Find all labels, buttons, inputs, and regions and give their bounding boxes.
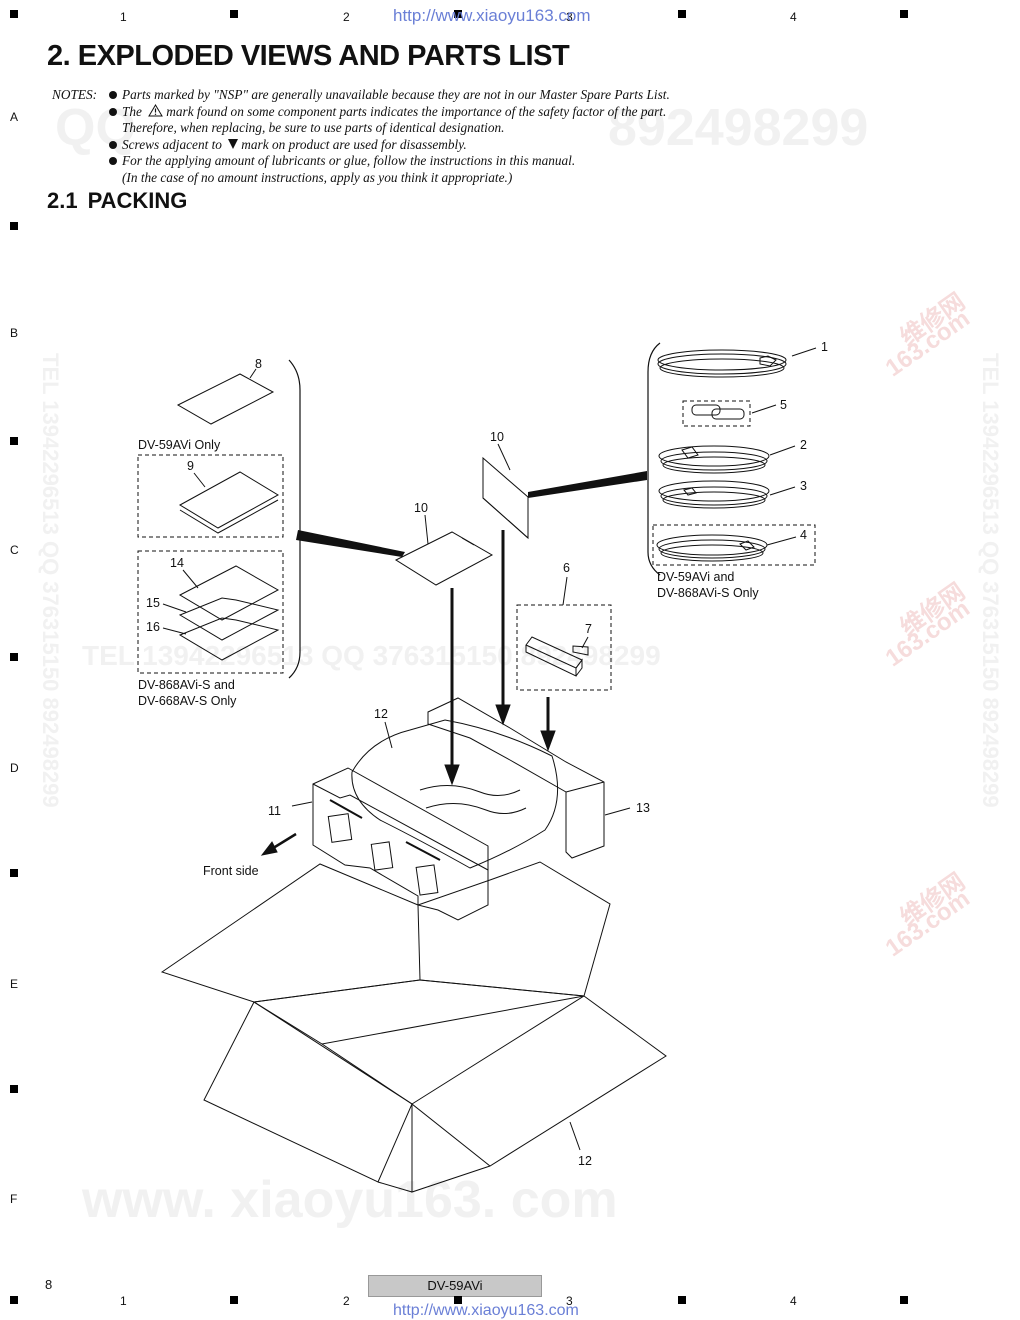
part-1-cable — [657, 347, 817, 378]
ruler-mark — [900, 10, 908, 18]
variant-label-dv59: DV-59AVi Only — [138, 438, 221, 452]
column-number: 2 — [343, 1294, 350, 1308]
bullet-icon — [109, 140, 117, 149]
header-url[interactable]: http://www.xiaoyu163.com — [393, 6, 591, 25]
ruler-mark — [230, 10, 238, 18]
part-number-8: 8 — [255, 357, 262, 371]
part-number-9: 9 — [187, 459, 194, 473]
section-title: PACKING — [87, 188, 188, 213]
note-line: Parts marked by "NSP" are generally unav… — [109, 87, 670, 104]
watermark-url: www. xiaoyu163. com — [82, 1171, 618, 1229]
notes-block: NOTES: Parts marked by "NSP" are general… — [52, 87, 772, 187]
part-number-5: 5 — [780, 398, 787, 412]
page-number: 8 — [45, 1277, 53, 1292]
ruler-mark — [454, 10, 462, 18]
part-10-bag-left — [394, 531, 494, 586]
section-heading: 2.1 PACKING — [47, 188, 197, 214]
part-number-3: 3 — [800, 479, 807, 493]
ruler-mark — [454, 1296, 462, 1304]
ruler-mark — [10, 437, 18, 445]
part-10-bag-right — [482, 456, 529, 540]
row-letter: C — [10, 543, 19, 557]
row-letter: A — [10, 110, 19, 124]
watermark-qq: QQ — [55, 99, 136, 157]
note-line: For the applying amount of lubricants or… — [109, 153, 575, 170]
part-11-pad-left — [291, 767, 489, 921]
part-number-1: 1 — [821, 340, 828, 354]
bullet-icon — [109, 157, 117, 165]
footer-url[interactable]: http://www.xiaoyu163.com — [393, 1302, 579, 1319]
part-3-cable — [658, 480, 796, 509]
part-5-battery — [682, 400, 777, 427]
ruler-mark — [10, 222, 18, 230]
bullet-icon — [109, 107, 117, 116]
row-letter: D — [10, 761, 19, 775]
part-number-10: 10 — [414, 501, 428, 515]
ruler-mark — [10, 869, 18, 877]
part-number-16: 15 — [146, 596, 160, 610]
column-number: 3 — [566, 1294, 573, 1308]
front-side-label: Front side — [203, 864, 259, 878]
corner-mark — [10, 1296, 18, 1304]
part-13-carton — [160, 861, 667, 1193]
section-number: 2.1 — [47, 188, 78, 213]
part-number-11: 11 — [268, 804, 281, 818]
part-number-14: 12 — [374, 707, 388, 721]
part-number-10: 10 — [490, 430, 504, 444]
note-line: Therefore, when replacing, be sure to us… — [122, 120, 505, 135]
variant-label-dv668: DV-668AV-S Only — [138, 694, 237, 708]
part-number-17: 16 — [146, 620, 160, 634]
column-number: 1 — [120, 1294, 127, 1308]
variant-label-dv868-only: DV-868AVi-S Only — [657, 586, 759, 600]
watermark-number: 892498299 — [608, 99, 869, 157]
row-letter: E — [10, 977, 19, 991]
column-number: 2 — [343, 10, 350, 24]
watermark-tel: TEL 13942296513 QQ 376315150 892498299 — [82, 640, 661, 671]
part-15-doc — [178, 565, 280, 621]
note-line: The mark found on some component parts i… — [109, 104, 666, 121]
part-9-doc — [179, 471, 279, 529]
ruler-mark — [678, 10, 686, 18]
part-8-manual — [176, 373, 275, 425]
column-number: 4 — [790, 10, 797, 24]
part-number-2: 2 — [800, 438, 807, 452]
pointer-beam-right — [528, 471, 647, 498]
pointer-beam-left — [296, 530, 405, 557]
model-footer: DV-59AVi — [368, 1275, 542, 1297]
note-line: Screws adjacent to mark on product are u… — [109, 137, 467, 154]
note-line: (In the case of no amount instructions, … — [122, 169, 513, 185]
row-letter: B — [10, 326, 19, 340]
part-14-player — [351, 719, 559, 869]
ruler-mark — [230, 1296, 238, 1304]
ruler-mark — [900, 1296, 908, 1304]
part-4-cable — [652, 524, 816, 566]
part-7-battery — [572, 645, 589, 656]
ruler-mark — [10, 653, 18, 661]
down-triangle-icon — [228, 138, 239, 149]
column-number: 3 — [566, 10, 573, 24]
part-17-doc — [178, 617, 280, 661]
corner-mark — [10, 10, 18, 18]
part-16-doc — [178, 597, 280, 641]
part-number-15: 14 — [170, 556, 184, 570]
part-number-7: 7 — [585, 622, 592, 636]
part-2-cable — [658, 445, 796, 474]
row-letter: F — [10, 1192, 18, 1206]
bullet-icon — [109, 91, 117, 99]
variant-label-dv868: DV-868AVi-S and — [138, 678, 235, 692]
part-number-13-label: 12 — [578, 1154, 592, 1168]
part-number-4: 4 — [800, 528, 807, 542]
part-number-6: 6 — [563, 561, 570, 575]
page-title: 2. EXPLODED VIEWS AND PARTS LIST — [47, 40, 570, 72]
part-number-12: 13 — [636, 801, 650, 815]
ruler-mark — [10, 1085, 18, 1093]
notes-label: NOTES: — [52, 87, 98, 102]
ruler-mark — [678, 1296, 686, 1304]
column-number: 1 — [120, 10, 127, 24]
warning-triangle-icon — [148, 103, 164, 116]
part-12-pad-right — [427, 697, 631, 859]
column-number: 4 — [790, 1294, 797, 1308]
variant-label-dv59-and: DV-59AVi and — [657, 570, 734, 584]
